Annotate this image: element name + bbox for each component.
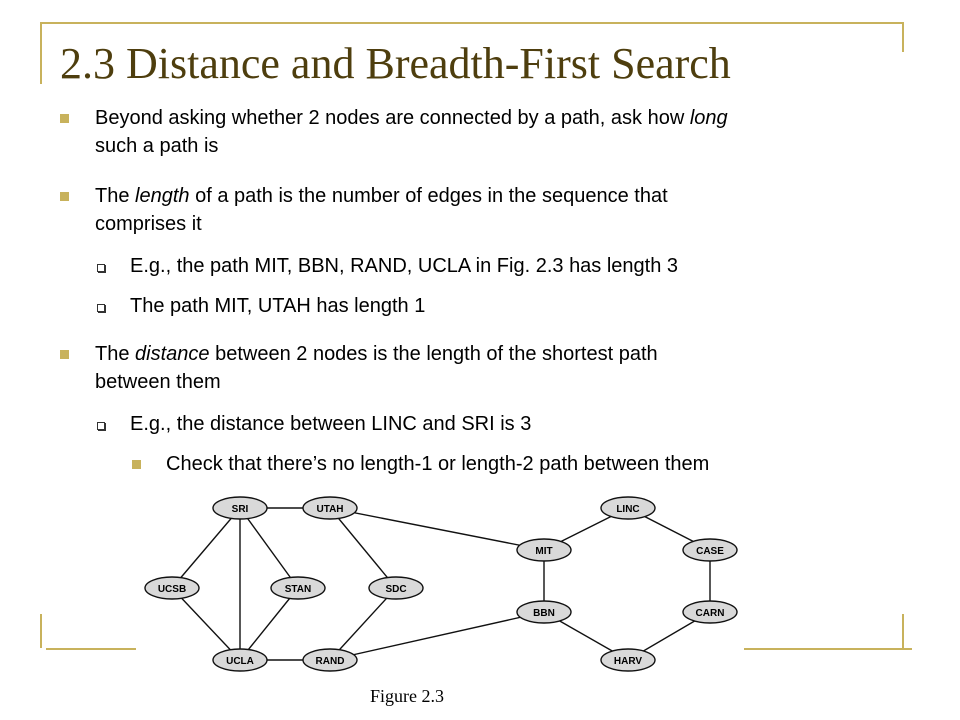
bullet-square-icon [60, 114, 69, 123]
node-label-harv: HARV [614, 656, 642, 667]
edge-rand-bbn [329, 611, 545, 661]
frame-bottom-left-vertical [40, 614, 42, 648]
bullet-1-line2: such a path is [95, 135, 219, 157]
node-label-bbn: BBN [533, 608, 555, 619]
node-label-sri: SRI [232, 504, 249, 515]
graph-edges [171, 507, 711, 661]
frame-bottom-right-vertical [902, 614, 904, 648]
frame-top-line [40, 22, 904, 24]
node-sdc: SDC [368, 576, 424, 600]
bullet-3a: E.g., the distance between LINC and SRI … [130, 413, 532, 435]
node-label-utah: UTAH [316, 504, 343, 515]
bullet-3: The distance between 2 nodes is the leng… [95, 340, 658, 396]
edge-stan-ucla [239, 587, 299, 661]
bullet-3-line2: between them [95, 371, 221, 393]
edge-utah-sdc [329, 507, 397, 589]
frame-bottom-right-line [744, 648, 912, 650]
node-utah: UTAH [302, 496, 358, 520]
node-label-mit: MIT [535, 546, 552, 557]
bullet-square-icon [60, 192, 69, 201]
node-linc: LINC [600, 496, 656, 520]
bullet-2a: E.g., the path MIT, BBN, RAND, UCLA in F… [130, 255, 679, 277]
bullet-2-emphasis: length [135, 185, 190, 207]
edge-sri-stan [239, 507, 299, 589]
node-label-ucla: UCLA [226, 656, 254, 667]
figure-caption: Figure 2.3 [370, 686, 444, 706]
bullet-2-text: The [95, 185, 136, 207]
edge-utah-mit [329, 507, 545, 551]
node-label-sdc: SDC [385, 584, 406, 595]
node-case: CASE [682, 538, 738, 562]
node-carn: CARN [682, 600, 738, 624]
bullet-square-icon [60, 350, 69, 359]
edge-sri-ucsb [171, 507, 241, 589]
bullet-3-emphasis: distance [135, 343, 210, 365]
node-ucla: UCLA [212, 648, 268, 672]
node-label-stan: STAN [285, 584, 311, 595]
node-label-rand: RAND [316, 656, 345, 667]
frame-bottom-left-line [46, 648, 136, 650]
node-bbn: BBN [516, 600, 572, 624]
bullet-3-text-post: between 2 nodes is the length of the sho… [209, 343, 658, 365]
bullet-2b: The path MIT, UTAH has length 1 [130, 295, 426, 317]
bullet-2-line2: comprises it [95, 213, 202, 235]
node-mit: MIT [516, 538, 572, 562]
frame-left-line [40, 22, 42, 84]
bullet-1-emphasis: long [689, 107, 728, 129]
node-label-carn: CARN [696, 608, 725, 619]
node-rand: RAND [302, 648, 358, 672]
bullet-1-text: Beyond asking whether 2 nodes are connec… [95, 107, 690, 129]
node-stan: STAN [270, 576, 326, 600]
node-label-ucsb: UCSB [158, 584, 186, 595]
bullet-3a1: Check that there’s no length-1 or length… [166, 453, 710, 475]
bullet-2-text-post: of a path is the number of edges in the … [189, 185, 668, 207]
bullet-square-icon [132, 460, 141, 469]
graph-nodes: SRI UTAH UCSB STAN SDC UCLA RAND MIT [144, 496, 738, 672]
edge-sdc-rand [329, 587, 397, 661]
node-ucsb: UCSB [144, 576, 200, 600]
network-graph: SRI UTAH UCSB STAN SDC UCLA RAND MIT [144, 496, 738, 672]
bullet-2: The length of a path is the number of ed… [95, 182, 668, 238]
node-label-linc: LINC [616, 504, 639, 515]
bullet-hollow-square-icon [97, 422, 105, 430]
bullet-hollow-square-icon [97, 264, 105, 272]
node-sri: SRI [212, 496, 268, 520]
edge-ucsb-ucla [171, 587, 241, 661]
node-harv: HARV [600, 648, 656, 672]
node-label-case: CASE [696, 546, 724, 557]
bullet-1: Beyond asking whether 2 nodes are connec… [95, 104, 728, 160]
frame-right-line [902, 22, 904, 52]
bullet-3-text: The [95, 343, 136, 365]
bullet-hollow-square-icon [97, 304, 105, 312]
slide-title: 2.3 Distance and Breadth-First Search [60, 39, 731, 88]
